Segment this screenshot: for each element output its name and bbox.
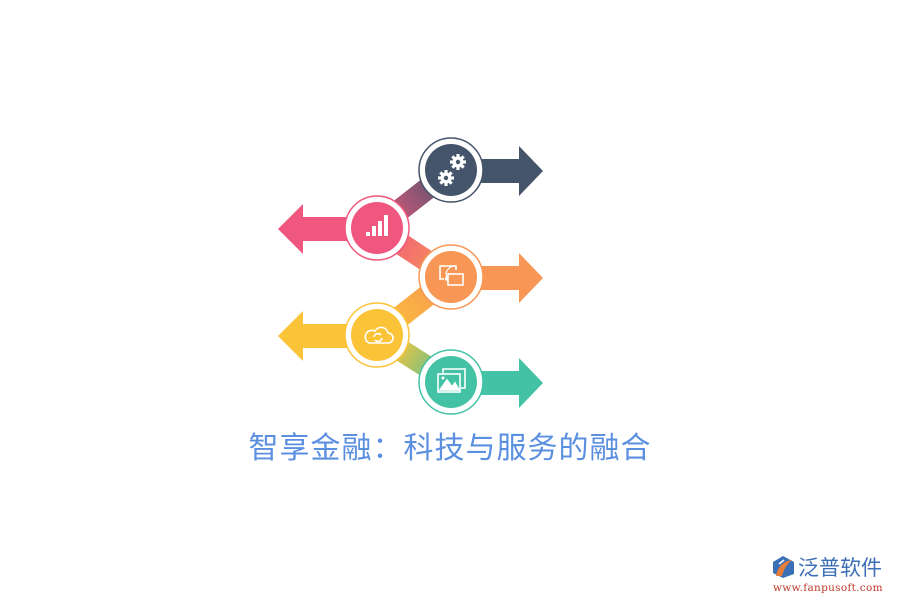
bar-chart-icon	[366, 215, 388, 236]
node-2	[344, 195, 410, 261]
node-5	[418, 349, 484, 415]
image-gallery-icon	[437, 368, 466, 393]
arrow-right-5	[451, 358, 543, 408]
cloud-sync-icon	[364, 326, 394, 344]
brand-logo[interactable]: 泛普软件 www.fanpusoft.com	[770, 552, 895, 596]
logo-url[interactable]: www.fanpusoft.com	[773, 582, 883, 594]
node-3	[418, 244, 484, 310]
screen-cast-icon	[439, 265, 464, 286]
arrow-left-2	[278, 204, 377, 254]
arrows	[278, 146, 543, 408]
diagram-title: 智享金融：科技与服务的融合	[248, 431, 652, 466]
arrow-left-4	[278, 311, 377, 361]
gears-icon	[438, 154, 466, 186]
node-1	[418, 137, 484, 203]
logo-brand-name: 泛普软件	[798, 556, 882, 580]
arrow-right-3	[451, 253, 543, 303]
arrow-right-1	[451, 146, 543, 196]
node-4	[344, 302, 410, 368]
fanpu-logo-icon	[773, 556, 794, 578]
